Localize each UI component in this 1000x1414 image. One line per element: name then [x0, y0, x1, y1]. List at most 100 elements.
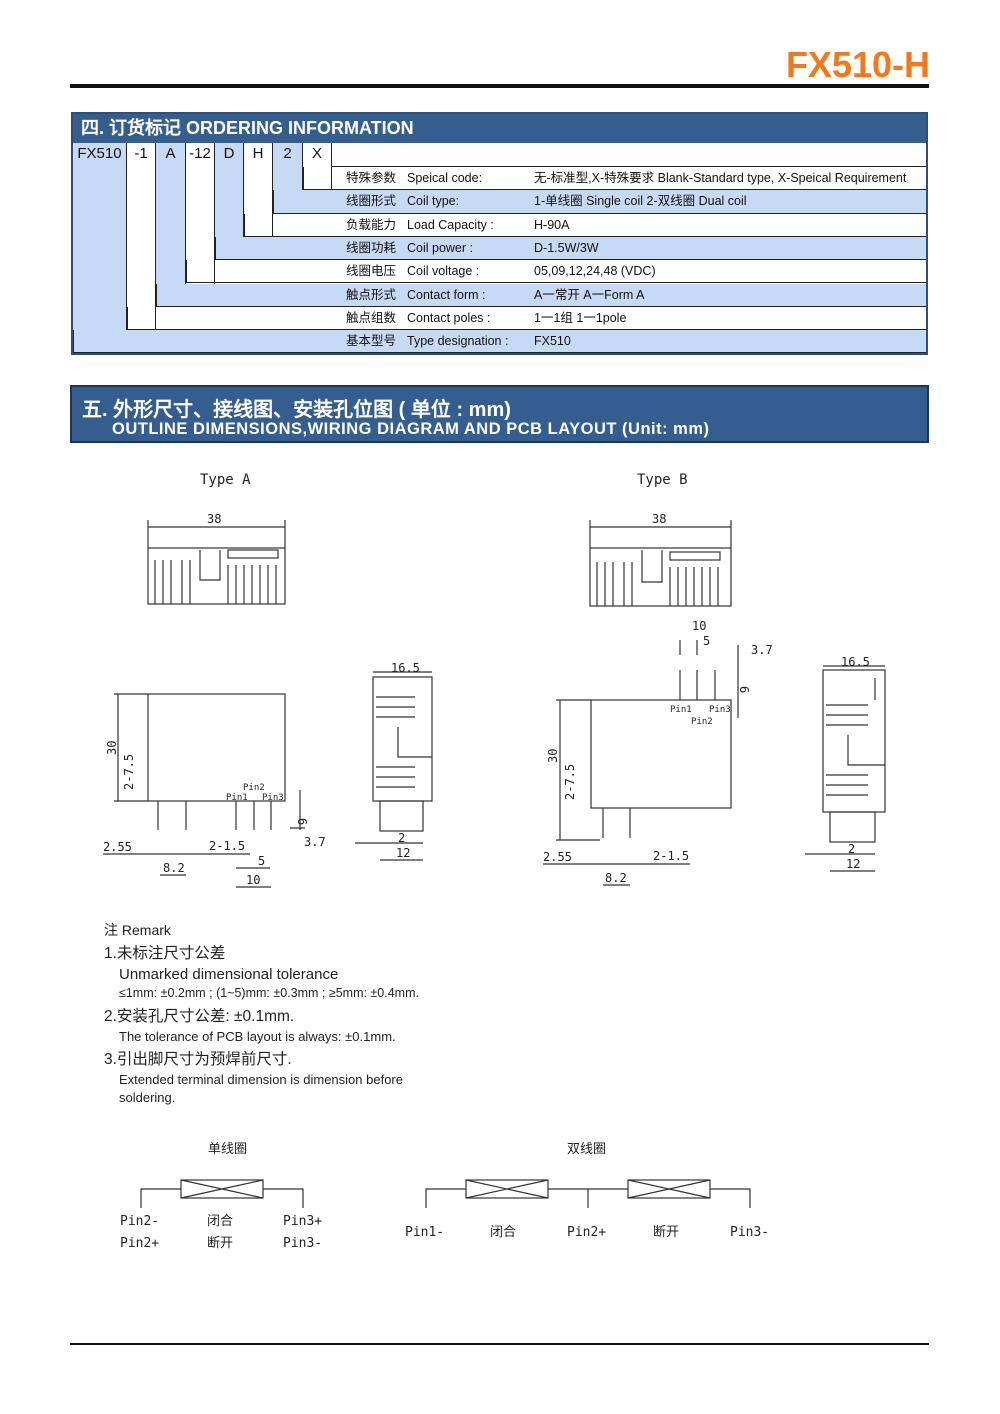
remark-3-en-1: Extended terminal dimension is dimension…	[119, 1072, 403, 1087]
ordering-cn: 特殊参数	[346, 171, 397, 185]
ordering-value: H-90A	[534, 217, 570, 232]
svg-text:2: 2	[848, 842, 855, 856]
outline-title-cn: 五. 外形尺寸、接线图、安装孔位图 ( 单位 : mm)	[82, 399, 511, 421]
single-coil-wiring: 单线圈 Pin2- Pin2+ 闭合 断开 Pin3+ Pin3-	[120, 1142, 322, 1251]
type-b-front-view	[590, 699, 732, 809]
remark-1-en: Unmarked dimensional tolerance	[119, 966, 339, 983]
code-column: X	[303, 143, 332, 191]
type-a-width: 38	[207, 512, 221, 526]
ordering-value: D-1.5W/3W	[534, 240, 599, 255]
ordering-cn: 线圈功耗	[346, 240, 397, 255]
svg-text:12: 12	[846, 857, 860, 871]
svg-text:10: 10	[246, 873, 260, 887]
svg-text:Pin3: Pin3	[709, 705, 731, 715]
svg-text:Pin2: Pin2	[691, 717, 713, 727]
remark-title: 注 Remark	[104, 922, 171, 938]
svg-text:6: 6	[737, 686, 751, 693]
type-a-label: Type A	[200, 472, 251, 488]
svg-text:8.2: 8.2	[605, 871, 627, 885]
remark-1-cn: 1.未标注尺寸公差	[104, 945, 226, 962]
svg-text:闭合: 闭合	[490, 1225, 516, 1240]
svg-text:2: 2	[398, 831, 405, 845]
svg-text:Pin3+: Pin3+	[283, 1214, 322, 1229]
type-b-drawing: Type B 38 10 5 3.7 6 Pin1 Pin3 Pin2 30 2…	[543, 472, 886, 886]
ordering-en: Coil voltage :	[407, 264, 480, 279]
ordering-row: 负载能力 Load Capacity : H-90A	[244, 213, 926, 237]
svg-text:2-7.5: 2-7.5	[563, 764, 577, 800]
remark-3-en-2: soldering.	[119, 1090, 176, 1105]
type-a-side-view	[372, 676, 433, 802]
svg-text:Pin1-: Pin1-	[405, 1225, 444, 1240]
svg-text:30: 30	[105, 741, 119, 755]
svg-text:2-1.5: 2-1.5	[653, 849, 689, 863]
ordering-cn: 线圈电压	[346, 264, 397, 279]
ordering-en: Type designation :	[407, 334, 509, 349]
svg-text:3.7: 3.7	[304, 835, 326, 849]
svg-text:5: 5	[258, 854, 265, 868]
svg-text:38: 38	[652, 512, 666, 526]
svg-text:单线圈: 单线圈	[208, 1142, 247, 1157]
ordering-row: 线圈电压 Coil voltage : 05,09,12,24,48 (VDC)	[186, 260, 926, 284]
code-cell: X	[311, 145, 322, 162]
svg-text:Pin2+: Pin2+	[120, 1236, 159, 1251]
svg-text:Pin2: Pin2	[243, 783, 265, 793]
code-cell: D	[223, 145, 235, 162]
dual-coil-wiring: 双线圈 Pin1- 闭合 Pin2+ 断开 Pin3-	[405, 1142, 769, 1240]
ordering-cn: 触点形式	[346, 287, 397, 302]
ordering-en: Coil type:	[407, 194, 460, 209]
ordering-en: Contact poles :	[407, 310, 491, 325]
svg-text:12: 12	[396, 846, 410, 860]
svg-text:5: 5	[703, 634, 710, 648]
ordering-value: 无-标准型,X-特殊要求 Blank-Standard type, X-Spei…	[534, 171, 907, 185]
svg-text:断开: 断开	[653, 1225, 679, 1240]
ordering-header: 四. 订货标记 ORDERING INFORMATION	[73, 114, 926, 143]
ordering-cn: 触点组数	[346, 310, 397, 325]
outline-section-header: 五. 外形尺寸、接线图、安装孔位图 ( 单位 : mm) OUTLINE DIM…	[70, 385, 929, 443]
ordering-value: 05,09,12,24,48 (VDC)	[534, 264, 656, 279]
type-a-fins	[154, 549, 279, 604]
bottom-rule	[70, 1343, 929, 1345]
ordering-row: 线圈形式 Coil type: 1-单线圈 Single coil 2-双线圈 Du…	[273, 190, 926, 214]
svg-text:Pin2-: Pin2-	[120, 1214, 159, 1229]
type-b-top-view	[589, 547, 732, 607]
code-cell: H	[252, 145, 264, 162]
ordering-value: 1-单线圈 Single coil 2-双线圈 Dual coil	[534, 194, 747, 209]
code-cell: A	[165, 145, 176, 162]
svg-text:2.55: 2.55	[103, 840, 132, 854]
svg-text:3.7: 3.7	[751, 643, 773, 657]
ordering-row: 特殊参数 Speical code: 无-标准型,X-特殊要求 Blank-Stan…	[303, 167, 926, 191]
ordering-en: Speical code:	[407, 171, 483, 185]
svg-text:8.2: 8.2	[163, 861, 185, 875]
svg-text:Pin3-: Pin3-	[283, 1236, 322, 1251]
ordering-en: Contact form :	[407, 287, 486, 302]
svg-text:6: 6	[295, 818, 309, 825]
svg-text:2-7.5: 2-7.5	[122, 754, 136, 790]
svg-text:双线圈: 双线圈	[567, 1142, 606, 1157]
type-a-top-view	[147, 547, 286, 605]
svg-text:Pin3: Pin3	[262, 793, 284, 803]
ordering-cn: 线圈形式	[346, 194, 397, 209]
remark-2-en: The tolerance of PCB layout is always: ±…	[119, 1029, 396, 1044]
code-column: -1	[127, 143, 156, 331]
svg-text:10: 10	[692, 619, 706, 633]
svg-text:Pin3-: Pin3-	[730, 1225, 769, 1240]
type-b-side-view	[822, 669, 886, 813]
code-column: -12	[186, 143, 215, 284]
code-row-end	[332, 143, 926, 167]
code-column: H	[244, 143, 273, 237]
remark-1-detail: ≤1mm: ±0.2mm ; (1~5)mm: ±0.3mm ; ≥5mm: ±…	[119, 986, 419, 1000]
top-rule	[70, 84, 929, 88]
svg-text:16.5: 16.5	[841, 655, 870, 669]
svg-text:2-1.5: 2-1.5	[209, 839, 245, 853]
type-b-label: Type B	[637, 472, 688, 488]
type-a-front-view	[147, 693, 286, 802]
code-column: A	[156, 143, 186, 307]
ordering-en: Load Capacity :	[407, 217, 494, 232]
ordering-cn: 负载能力	[346, 217, 397, 232]
